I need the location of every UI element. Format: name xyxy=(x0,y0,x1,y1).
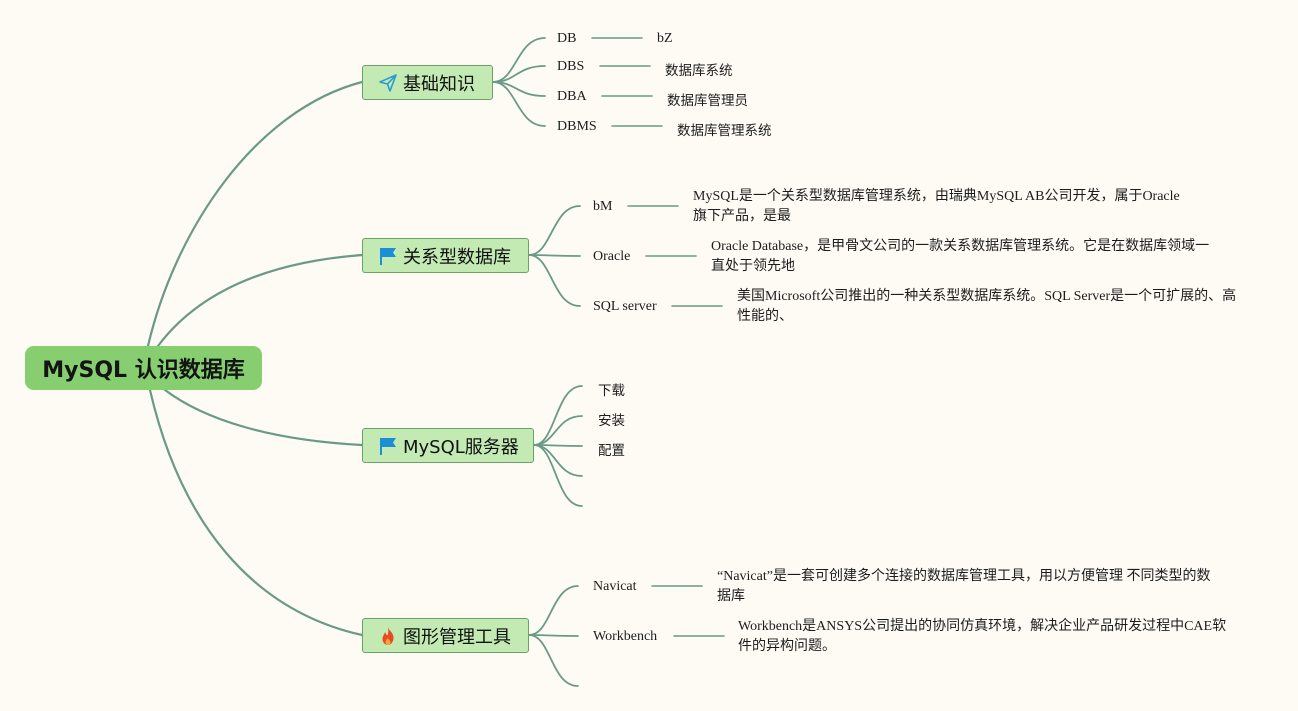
root-to-branch-basics xyxy=(146,80,364,348)
branch-mysql-server-label: MySQL服务器 xyxy=(403,436,519,458)
root-topic-label: MySQL 认识数据库 xyxy=(42,358,245,383)
leaf-db-detail[interactable]: bZ xyxy=(657,31,673,46)
leaf-dbms-detail[interactable]: 数据库管理系统 xyxy=(677,123,772,139)
leaf-workbench-detail[interactable]: Workbench是ANSYS公司提出的协同仿真环境，解决企业产品研发过程中CA… xyxy=(738,617,1226,657)
branch-gui-tools-label: 图形管理工具 xyxy=(403,626,511,648)
branch-server-child-connector xyxy=(533,385,583,446)
paper-plane-icon xyxy=(377,72,399,94)
branch-tools-child-connector xyxy=(528,634,579,687)
root-topic[interactable]: MySQL 认识数据库 xyxy=(25,346,262,390)
leaf-db[interactable]: DB xyxy=(557,31,577,46)
branch-server-child-connector xyxy=(533,444,583,477)
leaf-sql-server-detail[interactable]: 美国Microsoft公司推出的一种关系型数据库系统。SQL Server是一个… xyxy=(737,287,1236,327)
detail-line: 性能的、 xyxy=(737,309,793,324)
leaf-download[interactable]: 下载 xyxy=(598,383,625,399)
leaf-dba[interactable]: DBA xyxy=(557,89,587,104)
detail-line: 旗下产品，是最 xyxy=(693,209,791,224)
leaf-dbs-detail[interactable]: 数据库系统 xyxy=(665,63,733,79)
leaf-oracle[interactable]: Oracle xyxy=(593,249,631,264)
leaf-dba-detail[interactable]: 数据库管理员 xyxy=(667,93,748,109)
branch-relational-child-connector xyxy=(528,205,581,256)
branch-gui-tools[interactable]: 图形管理工具 xyxy=(362,618,529,653)
branch-basics-label: 基础知识 xyxy=(403,73,475,95)
detail-line: “Navicat”是一套可创建多个连接的数据库管理工具，用以方便管理 不同类型的… xyxy=(717,569,1211,584)
fire-icon xyxy=(377,625,399,647)
leaf-dbs[interactable]: DBS xyxy=(557,59,585,74)
branch-server-child-connector xyxy=(533,444,583,507)
leaf-bm[interactable]: bM xyxy=(593,199,613,214)
detail-line: 直处于领先地 xyxy=(711,259,795,274)
branch-relational-child-connector xyxy=(528,254,581,307)
root-to-branch-relational xyxy=(156,253,364,348)
branch-basics-child-connector xyxy=(492,37,546,83)
leaf-workbench[interactable]: Workbench xyxy=(593,629,658,644)
leaf-install[interactable]: 安装 xyxy=(598,413,625,429)
branch-server-child-connector xyxy=(533,415,583,446)
branch-basics[interactable]: 基础知识 xyxy=(362,65,493,100)
detail-line: 据库 xyxy=(717,589,745,604)
root-to-branch-server xyxy=(163,388,364,447)
detail-line: MySQL是一个关系型数据库管理系统，由瑞典MySQL AB公司开发，属于Ora… xyxy=(693,189,1180,204)
leaf-configure[interactable]: 配置 xyxy=(598,443,625,459)
leaf-dbms[interactable]: DBMS xyxy=(557,119,597,134)
branch-tools-child-connector xyxy=(528,634,579,637)
detail-line: Oracle Database，是甲骨文公司的一款关系数据库管理系统。它是在数据… xyxy=(711,239,1210,254)
root-to-branch-tools xyxy=(148,388,364,637)
flag-icon xyxy=(377,245,399,267)
leaf-bm-detail[interactable]: MySQL是一个关系型数据库管理系统，由瑞典MySQL AB公司开发，属于Ora… xyxy=(693,187,1180,227)
branch-tools-child-connector xyxy=(528,585,579,636)
flag-icon xyxy=(377,435,399,457)
branch-relational-db-label: 关系型数据库 xyxy=(403,246,511,268)
leaf-navicat[interactable]: Navicat xyxy=(593,579,637,594)
leaf-navicat-detail[interactable]: “Navicat”是一套可创建多个连接的数据库管理工具，用以方便管理 不同类型的… xyxy=(717,567,1210,607)
detail-line: 美国Microsoft公司推出的一种关系型数据库系统。SQL Server是一个… xyxy=(737,289,1237,304)
branch-relational-child-connector xyxy=(528,254,581,257)
branch-mysql-server[interactable]: MySQL服务器 xyxy=(362,428,534,463)
leaf-oracle-detail[interactable]: Oracle Database，是甲骨文公司的一款关系数据库管理系统。它是在数据… xyxy=(711,237,1209,277)
leaf-sql-server[interactable]: SQL server xyxy=(593,299,657,314)
detail-line: 件的异构问题。 xyxy=(738,639,836,654)
detail-line: Workbench是ANSYS公司提出的协同仿真环境，解决企业产品研发过程中CA… xyxy=(738,619,1227,634)
branch-relational-db[interactable]: 关系型数据库 xyxy=(362,238,529,273)
branch-basics-child-connector xyxy=(492,81,546,127)
